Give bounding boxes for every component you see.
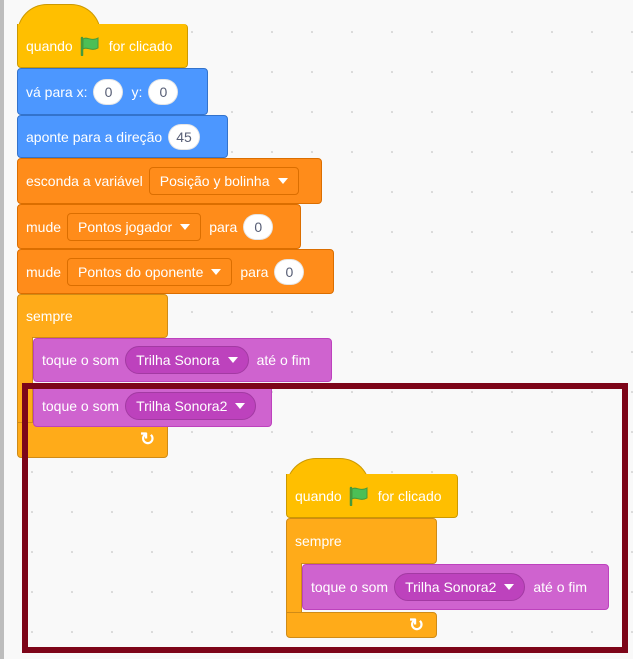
set-value-input-2[interactable]: 0: [274, 258, 305, 285]
y-label: y:: [131, 83, 143, 100]
variable-name-2: Pontos do oponente: [78, 263, 204, 280]
until-done-label: até o fim: [256, 352, 311, 368]
play-sound-label: toque o som: [42, 352, 120, 368]
forever-block-top[interactable]: sempre: [17, 294, 168, 338]
variable-name-1: Pontos jogador: [78, 218, 173, 235]
set-label: mude: [26, 263, 62, 280]
highlight-box: [22, 383, 628, 653]
until-done-label: até o fim: [533, 579, 588, 595]
when-flag-clicked-block[interactable]: quando for clicado: [286, 474, 458, 518]
dropdown-caret-icon: [180, 223, 191, 230]
forever-block-bottom: ↻: [286, 612, 437, 638]
variable-name: Posição y bolinha: [159, 173, 270, 189]
forever-label: sempre: [26, 308, 73, 324]
forever-block-top[interactable]: sempre: [286, 518, 437, 564]
set-variable-block-1[interactable]: mude Pontos jogador para 0: [17, 204, 301, 249]
sound-name: Trilha Sonora2: [405, 579, 497, 595]
forever-block-arm: [17, 337, 33, 423]
repeat-arrow-icon: ↻: [140, 429, 156, 449]
point-label: aponte para a direção: [26, 128, 163, 145]
dropdown-caret-icon: [504, 584, 515, 590]
point-direction-block[interactable]: aponte para a direção 45: [17, 115, 228, 158]
green-flag-icon: [349, 486, 368, 506]
repeat-arrow-icon: ↻: [409, 615, 425, 635]
hide-variable-block[interactable]: esconda a variável Posição y bolinha: [17, 158, 322, 204]
dropdown-caret-icon: [211, 268, 222, 275]
play-sound-label: toque o som: [311, 579, 389, 595]
palette-edge: [0, 0, 4, 659]
when-flag-clicked-block[interactable]: quando for clicado: [17, 24, 188, 68]
variable-dropdown-2[interactable]: Pontos do oponente: [67, 257, 233, 286]
dropdown-caret-icon: [277, 178, 288, 184]
clicked-label: for clicado: [377, 487, 442, 504]
y-input[interactable]: 0: [148, 78, 179, 105]
green-flag-icon: [80, 36, 99, 56]
variable-dropdown[interactable]: Posição y bolinha: [148, 167, 299, 195]
hide-var-label: esconda a variável: [26, 173, 143, 189]
dropdown-caret-icon: [227, 357, 238, 363]
clicked-label: for clicado: [108, 37, 173, 54]
sound-dropdown-2[interactable]: Trilha Sonora2: [125, 392, 257, 420]
variable-dropdown-1[interactable]: Pontos jogador: [67, 212, 202, 241]
sound-dropdown[interactable]: Trilha Sonora2: [394, 573, 526, 601]
x-input[interactable]: 0: [93, 78, 124, 105]
to-label: para: [240, 263, 269, 280]
play-sound-label: toque o som: [42, 398, 120, 414]
play-sound-until-done-block[interactable]: toque o som Trilha Sonora até o fim: [33, 338, 332, 382]
set-value-input-1[interactable]: 0: [243, 213, 274, 240]
dropdown-caret-icon: [235, 403, 246, 409]
when-label: quando: [26, 37, 73, 54]
play-sound-until-done-block[interactable]: toque o som Trilha Sonora2 até o fim: [302, 564, 609, 610]
sound-name-2: Trilha Sonora2: [136, 398, 228, 414]
direction-input[interactable]: 45: [168, 123, 200, 150]
set-variable-block-2[interactable]: mude Pontos do oponente para 0: [17, 249, 334, 294]
set-label: mude: [26, 218, 62, 235]
forever-block-arm: [286, 563, 302, 613]
when-label: quando: [295, 487, 342, 504]
go-to-label: vá para x:: [26, 83, 88, 100]
forever-block-bottom: ↻: [17, 422, 168, 458]
forever-label: sempre: [295, 533, 342, 549]
sound-dropdown-1[interactable]: Trilha Sonora: [125, 346, 249, 374]
to-label: para: [209, 218, 238, 235]
go-to-xy-block[interactable]: vá para x: 0 y: 0: [17, 68, 208, 115]
sound-name-1: Trilha Sonora: [136, 352, 220, 368]
